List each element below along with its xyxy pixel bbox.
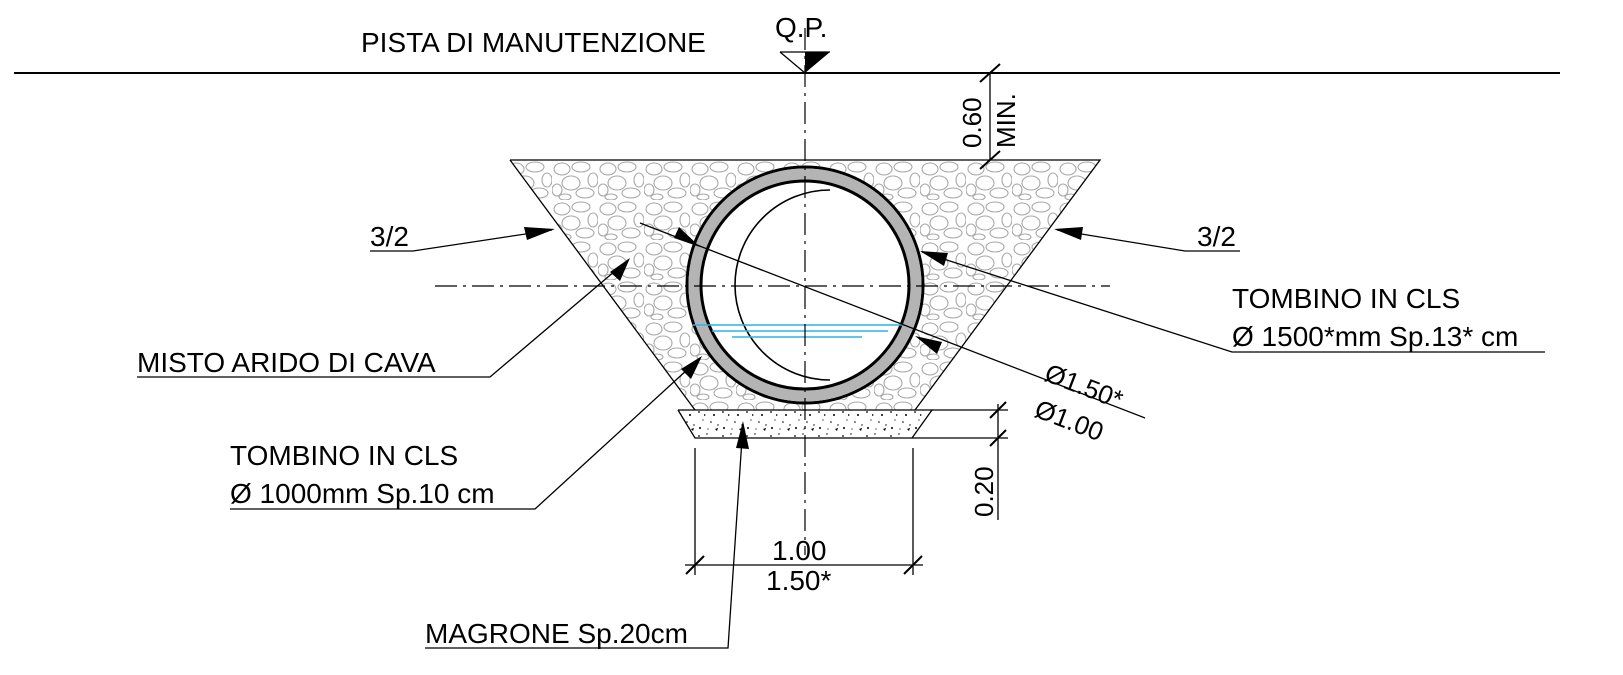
inner-pipe: [734, 189, 831, 381]
pipe-wall-arrow-lower: [915, 336, 942, 354]
slope-right-leader: [1054, 227, 1240, 252]
slope-right-label: 3/2: [1197, 221, 1236, 252]
lean-concrete-leader: [425, 421, 749, 649]
track-label: PISTA DI MANUTENZIONE: [361, 27, 706, 58]
inner-pipe-leader: [230, 356, 702, 510]
width-outer-label: 1.50*: [766, 565, 831, 596]
qp-label: Q.P.: [775, 12, 827, 43]
fill-material-label: MISTO ARIDO DI CAVA: [137, 347, 436, 378]
base-thickness-label: 0.20: [969, 466, 999, 517]
base-thickness-dimension: [912, 401, 1008, 520]
water-level-lines: [693, 324, 905, 338]
min-depth-suffix: MIN.: [991, 93, 1021, 148]
outer-pipe-label-line1: TOMBINO IN CLS: [1232, 283, 1460, 314]
outer-pipe-leader: [920, 251, 1545, 353]
pipe-wall-arrow-upper: [674, 227, 700, 247]
outer-pipe-label-line2: Ø 1500*mm Sp.13* cm: [1232, 321, 1518, 352]
slope-left-leader: [370, 227, 555, 252]
inner-pipe-label-line1: TOMBINO IN CLS: [230, 440, 458, 471]
width-inner-label: 1.00: [772, 535, 827, 566]
qp-marker-line-left: [779, 51, 806, 74]
min-depth-dimension: [979, 63, 1001, 170]
diameter-leader-line: [639, 222, 1146, 419]
qp-level-marker: [805, 52, 830, 73]
min-depth-value: 0.60: [957, 97, 987, 148]
slope-left-label: 3/2: [370, 221, 409, 252]
lean-concrete-label: MAGRONE Sp.20cm: [425, 618, 688, 649]
inner-pipe-label-line2: Ø 1000mm Sp.10 cm: [230, 478, 495, 509]
fill-material-leader: [137, 258, 630, 378]
width-dimension: [685, 448, 923, 575]
